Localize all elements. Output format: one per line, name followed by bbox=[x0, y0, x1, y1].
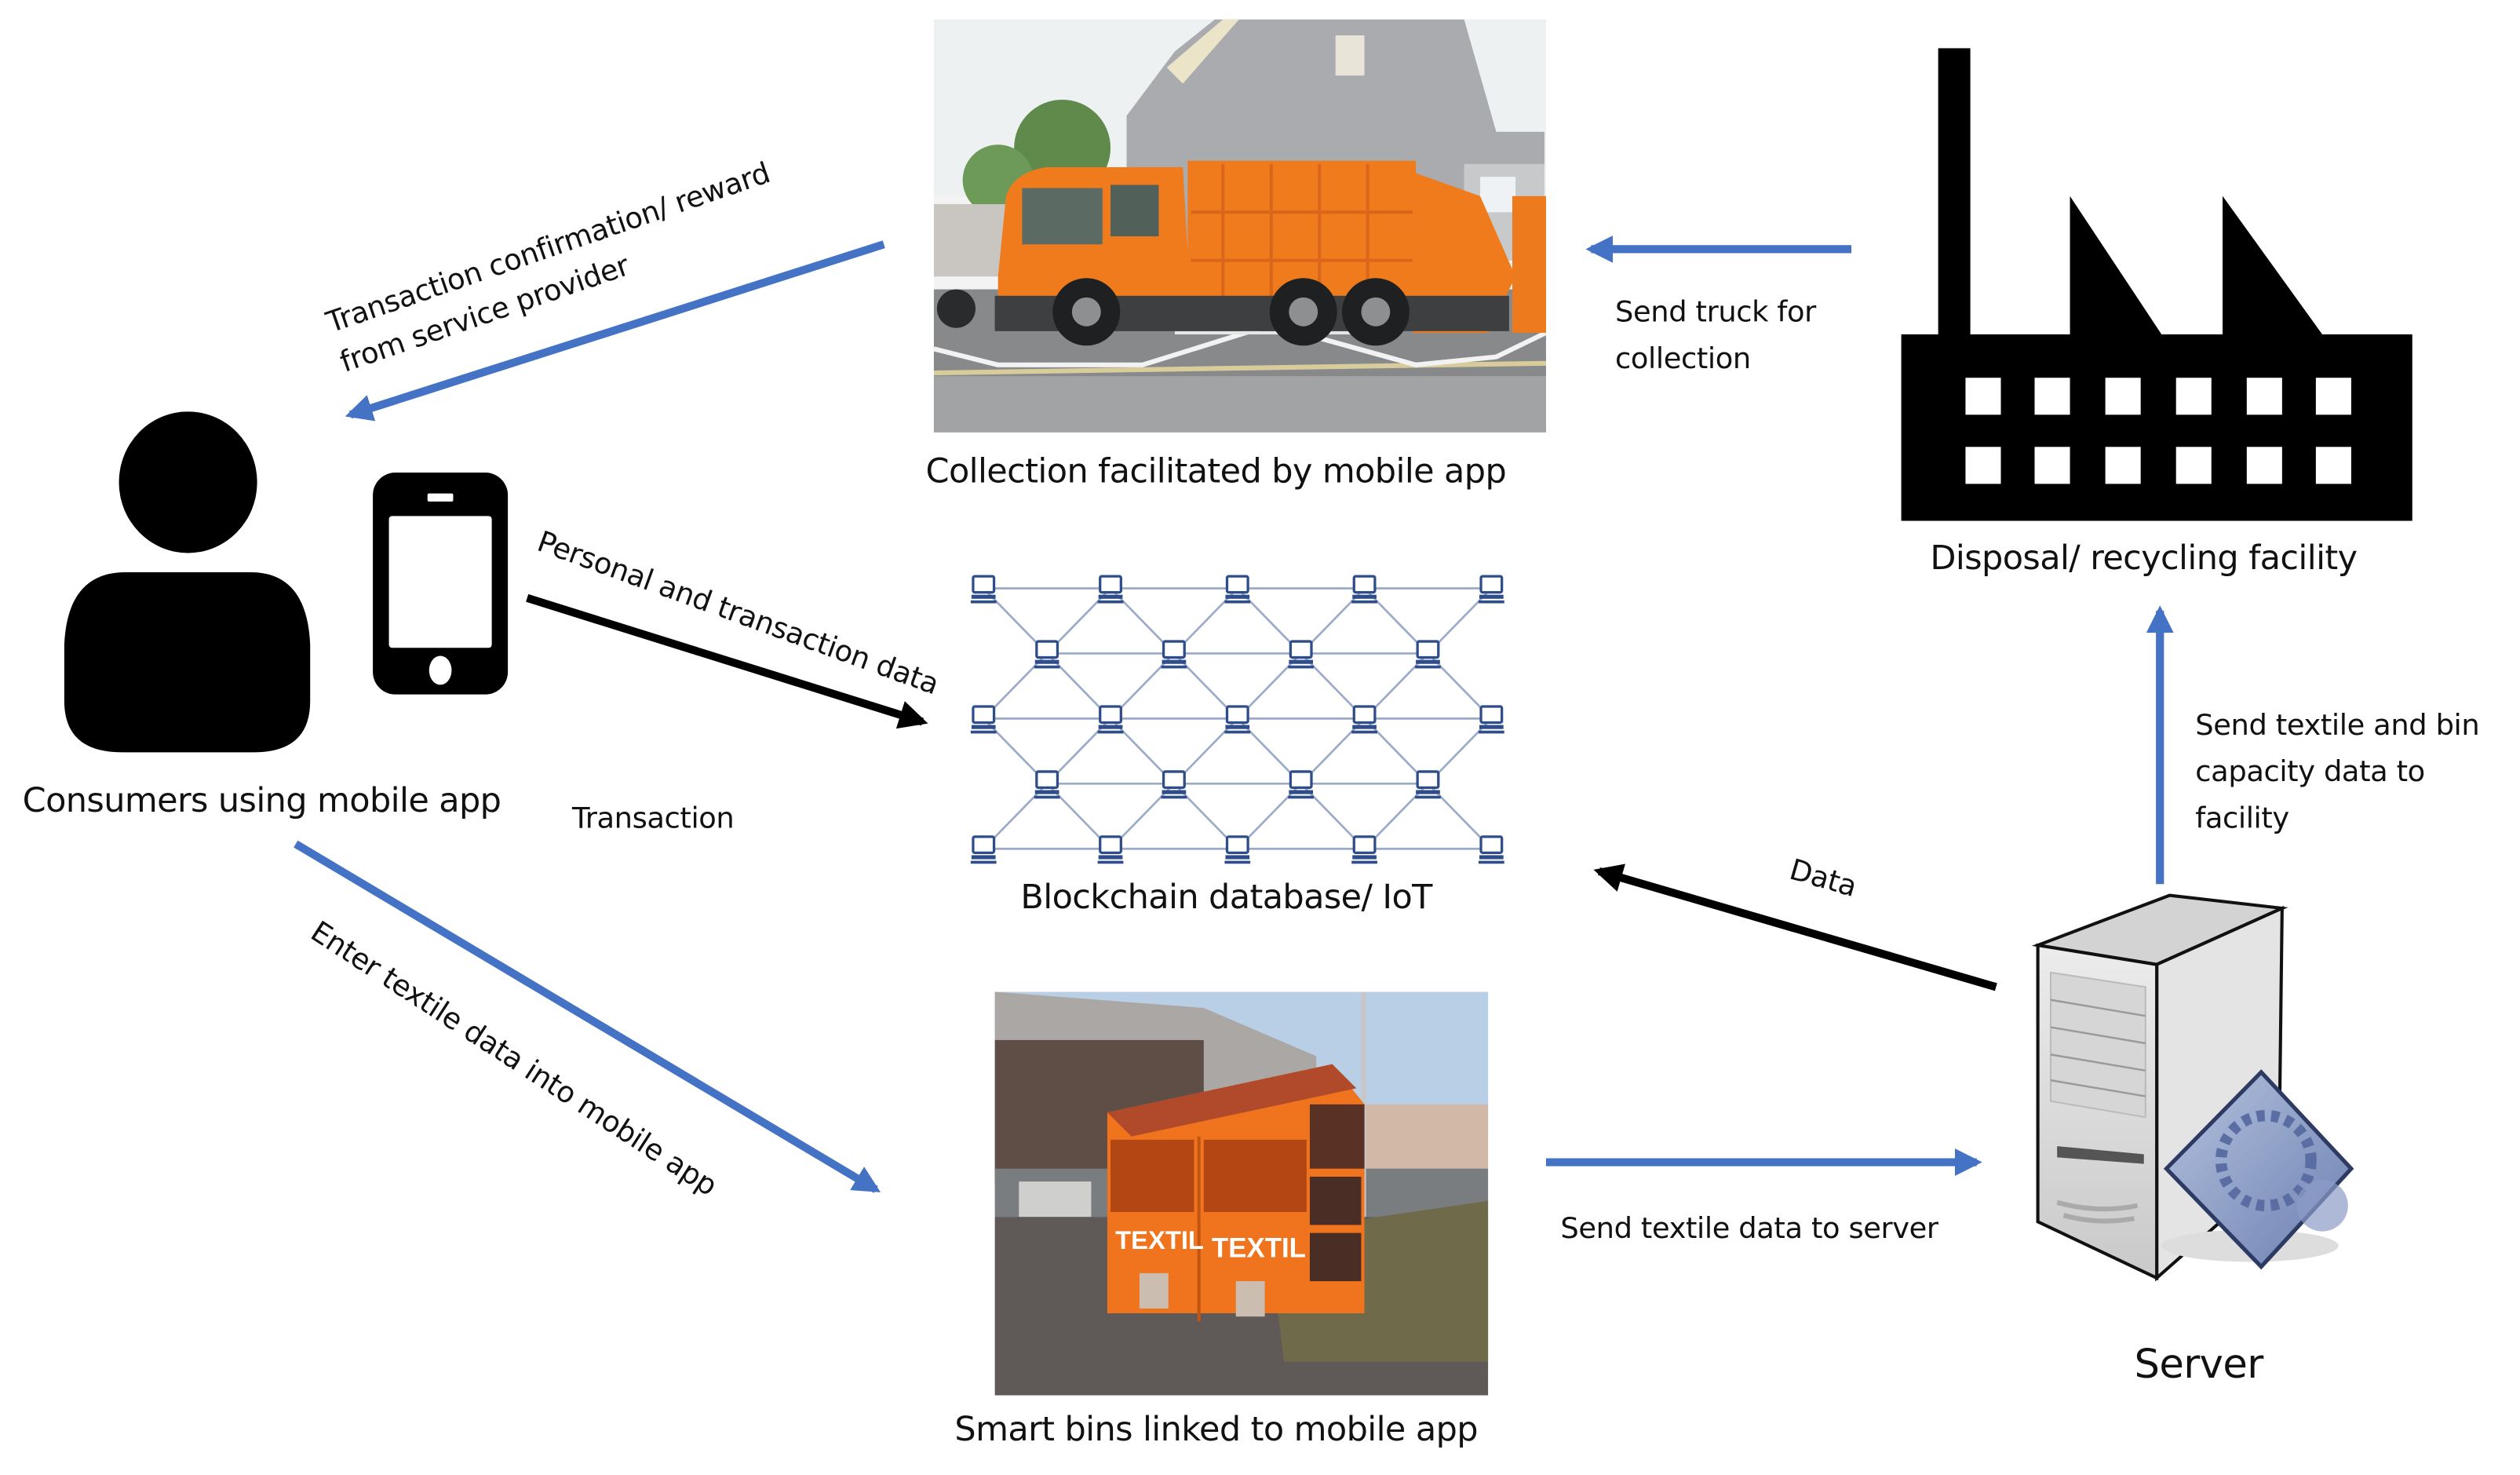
computer-node-icon bbox=[1034, 770, 1060, 799]
computer-node-icon bbox=[1097, 575, 1124, 604]
label-capacity-line-1: Send textile and bin bbox=[2195, 709, 2480, 743]
computer-node-icon bbox=[1351, 835, 1377, 864]
server-icon bbox=[2031, 893, 2354, 1282]
computer-node-icon bbox=[1161, 770, 1187, 799]
computer-node-icon bbox=[1224, 575, 1251, 604]
label-send-truck-line-1: Send truck for bbox=[1615, 295, 1816, 330]
label-transaction-line-1: Transaction bbox=[572, 801, 735, 836]
label-capacity: Send textile and bin capacity data to fa… bbox=[2195, 703, 2479, 842]
truck-caption: Collection facilitated by mobile app bbox=[925, 451, 1507, 491]
computer-node-icon bbox=[970, 835, 997, 864]
label-send-truck: Send truck for collection bbox=[1615, 290, 1816, 383]
computer-node-icon bbox=[1351, 705, 1377, 734]
computer-node-icon bbox=[1288, 770, 1315, 799]
server-caption: Server bbox=[2134, 1340, 2263, 1388]
computer-node-icon bbox=[1224, 835, 1251, 864]
computer-node-icon bbox=[1478, 575, 1504, 604]
computer-node-icon bbox=[1224, 705, 1251, 734]
computer-node-icon bbox=[1415, 640, 1441, 669]
textile-bins-photo: TEXTIL TEXTIL bbox=[994, 991, 1489, 1396]
bin-label-right: TEXTIL bbox=[1212, 1232, 1306, 1263]
computer-node-icon bbox=[1351, 575, 1377, 604]
network-grid-icon bbox=[970, 575, 1504, 864]
label-send-truck-line-2: collection bbox=[1615, 342, 1751, 377]
computer-node-icon bbox=[1034, 640, 1060, 669]
computer-node-icon bbox=[1097, 705, 1124, 734]
person-icon bbox=[64, 411, 311, 753]
arrow-enter-textile bbox=[294, 840, 881, 1193]
facility-caption: Disposal/ recycling facility bbox=[1930, 539, 2358, 578]
computer-node-icon bbox=[1161, 640, 1187, 669]
smartphone-icon bbox=[373, 473, 509, 695]
arrow-personal-data bbox=[526, 593, 928, 729]
computer-node-icon bbox=[1478, 835, 1504, 864]
label-capacity-line-2: capacity data to bbox=[2195, 755, 2425, 790]
computer-node-icon bbox=[970, 705, 997, 734]
factory-icon bbox=[1901, 48, 2412, 521]
label-transaction: Transaction bbox=[572, 796, 735, 842]
consumer-caption: Consumers using mobile app bbox=[22, 781, 501, 820]
blockchain-caption: Blockchain database/ IoT bbox=[1020, 878, 1432, 917]
computer-node-icon bbox=[1097, 835, 1124, 864]
label-send-textile-line-1: Send textile data to server bbox=[1560, 1212, 1938, 1247]
label-capacity-line-3: facility bbox=[2195, 801, 2289, 836]
computer-node-icon bbox=[1288, 640, 1315, 669]
computer-node-icon bbox=[970, 575, 997, 604]
garbage-truck-photo bbox=[933, 19, 1546, 433]
computer-node-icon bbox=[1415, 770, 1441, 799]
bin-label-left: TEXTIL bbox=[1115, 1225, 1204, 1254]
arrow-server-data bbox=[1593, 863, 1997, 991]
computer-node-icon bbox=[1478, 705, 1504, 734]
bins-caption: Smart bins linked to mobile app bbox=[954, 1409, 1478, 1449]
arrow-reward bbox=[345, 240, 885, 422]
label-send-textile: Send textile data to server bbox=[1560, 1206, 1938, 1252]
